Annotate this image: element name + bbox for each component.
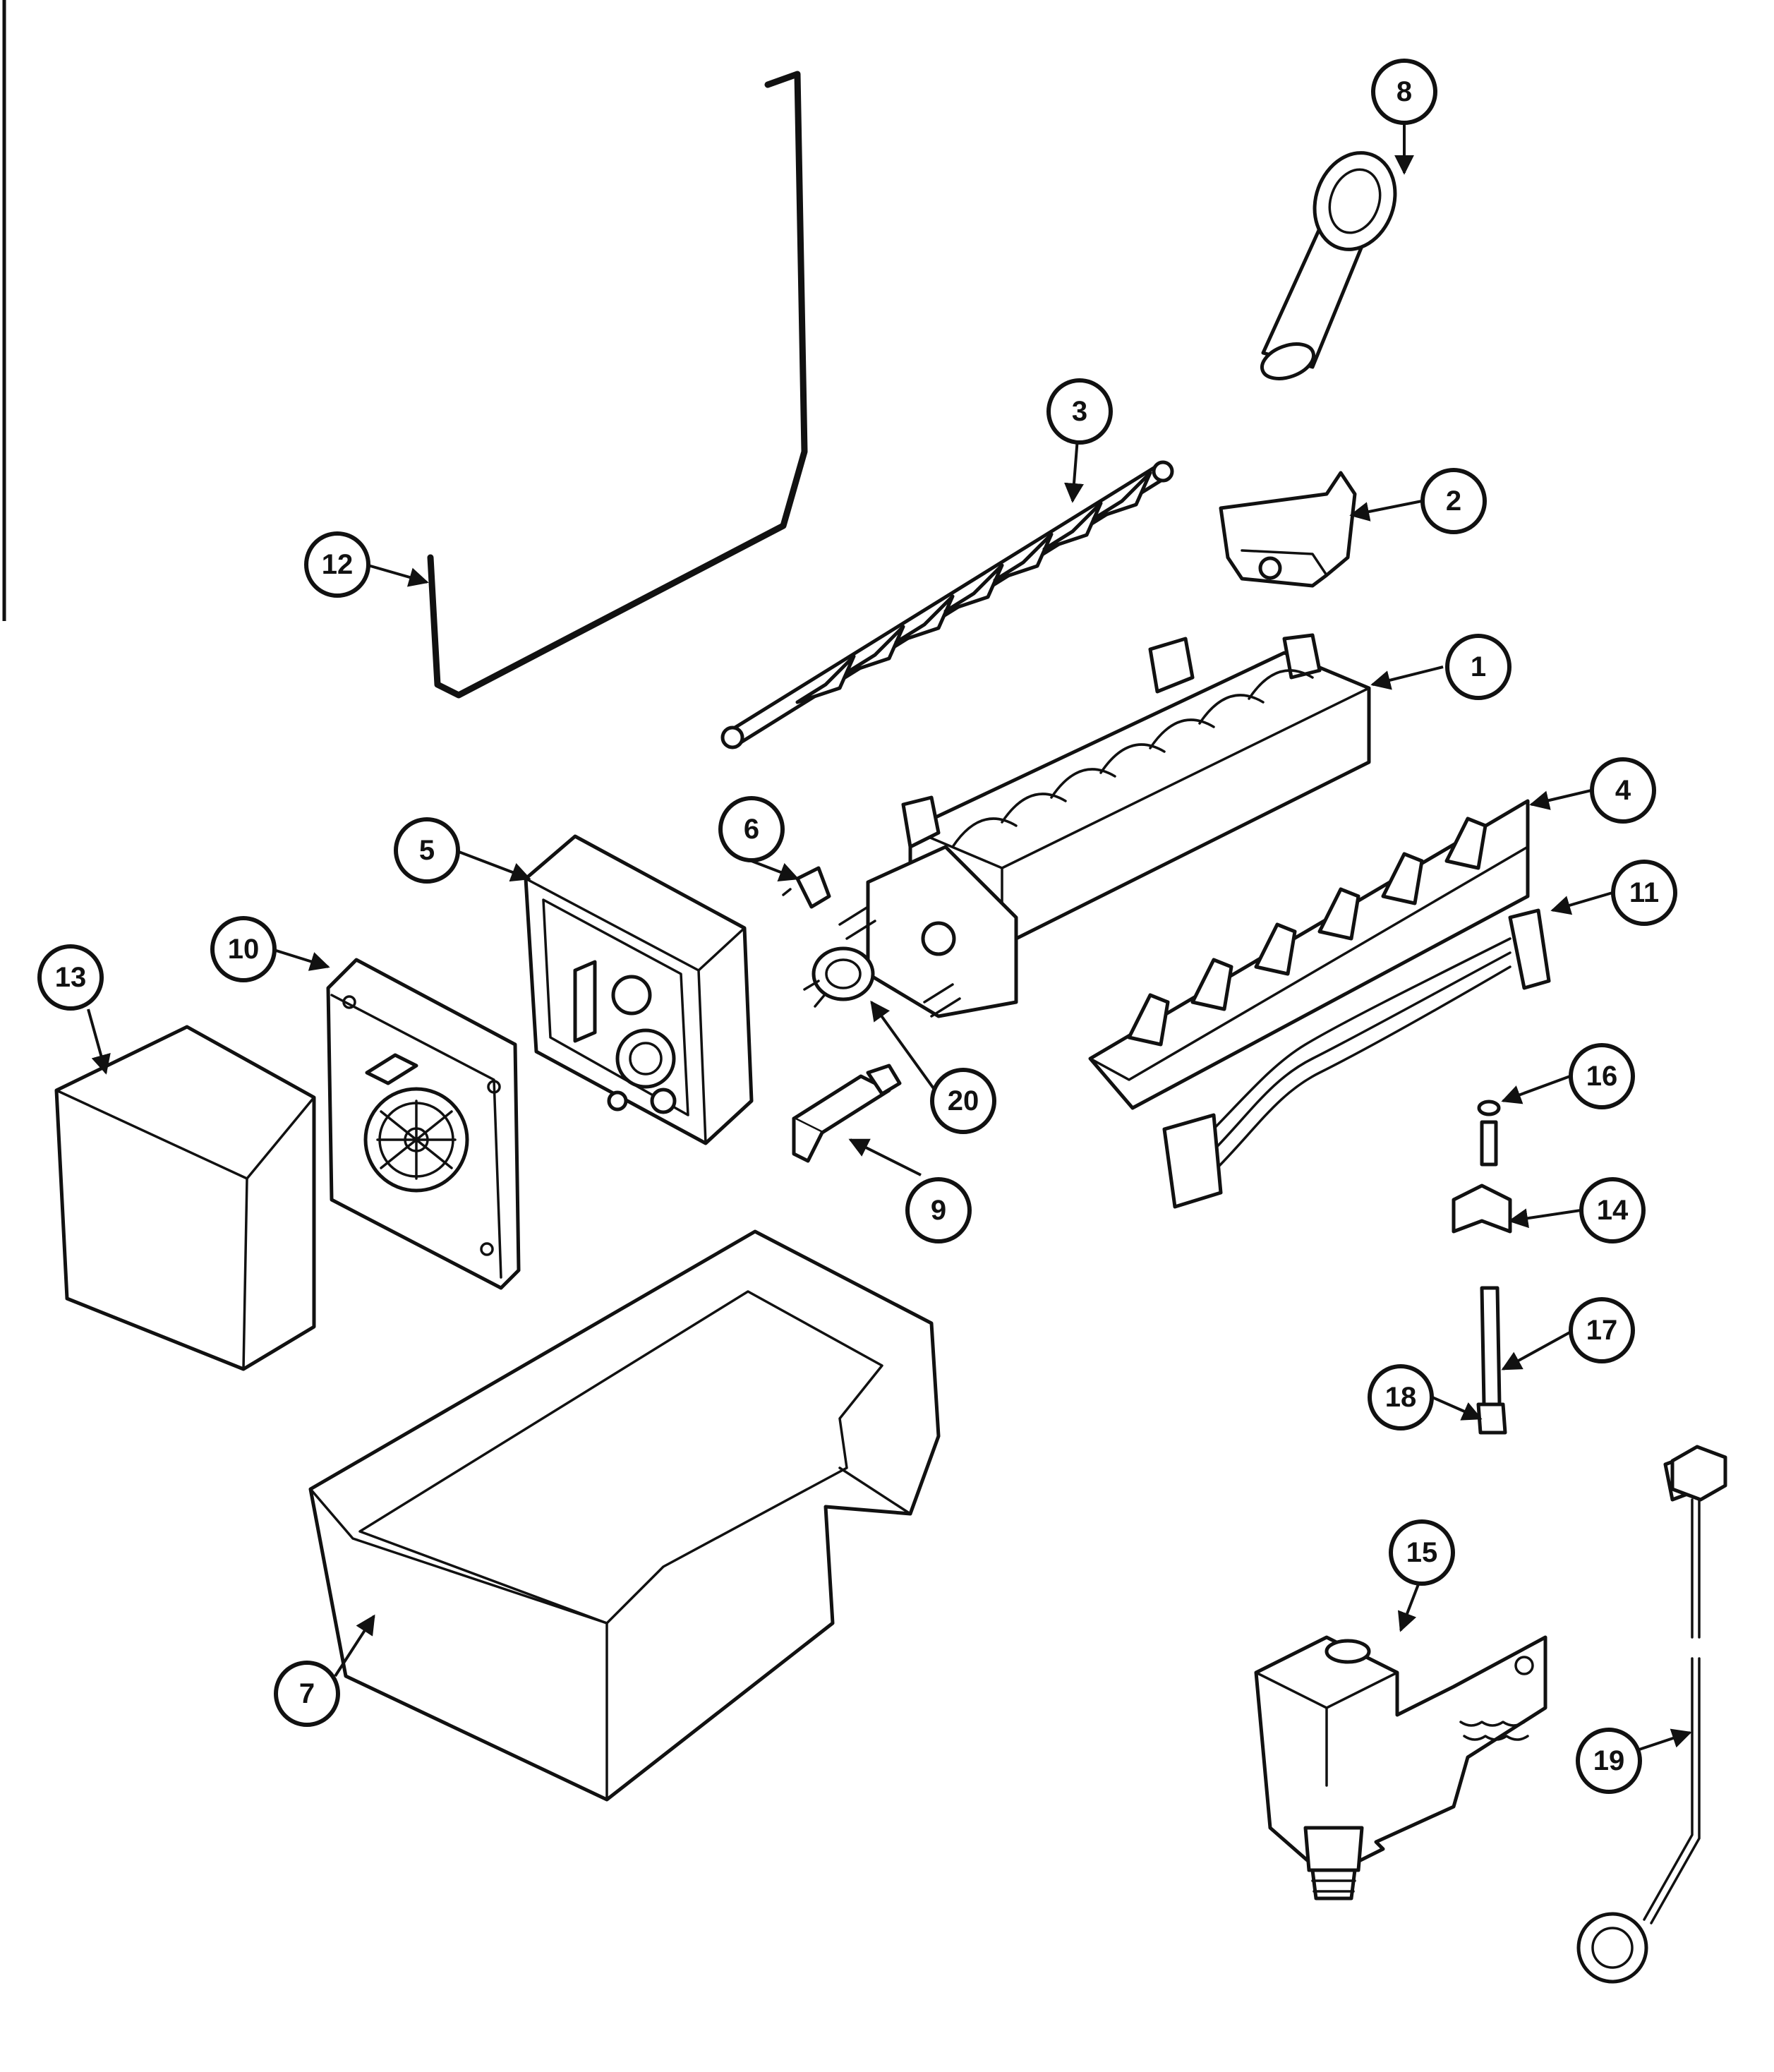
mold-heater-pins: [838, 905, 961, 1018]
leader-4: [1529, 789, 1592, 810]
svg-text:9: 9: [931, 1195, 946, 1226]
fill-tube: [1260, 151, 1397, 380]
leader-18: [1432, 1396, 1483, 1421]
callout-16: 16: [1569, 1043, 1635, 1109]
leader-14: [1508, 1208, 1581, 1229]
svg-text:17: 17: [1586, 1315, 1618, 1346]
leader-9: [848, 1138, 922, 1176]
leader-2: [1349, 500, 1423, 522]
callout-20: 20: [930, 1068, 996, 1134]
leader-13: [87, 1008, 111, 1075]
tube-clamp: [1452, 1183, 1512, 1234]
water-valve: [1254, 1635, 1547, 1901]
leader-17: [1501, 1329, 1574, 1371]
callout-2: 2: [1420, 468, 1487, 534]
callout-15: 15: [1389, 1519, 1455, 1586]
svg-text:18: 18: [1385, 1382, 1417, 1413]
callout-5: 5: [394, 817, 460, 884]
leader-1: [1370, 665, 1444, 690]
bearing-end-cap: [1219, 471, 1357, 588]
callout-11: 11: [1611, 860, 1677, 926]
svg-text:15: 15: [1406, 1537, 1438, 1568]
leader-10: [271, 948, 330, 971]
svg-text:5: 5: [419, 835, 435, 866]
leader-6: [751, 860, 799, 882]
front-cover: [54, 1025, 316, 1371]
svg-text:12: 12: [322, 549, 354, 580]
tube-cap: [1477, 1100, 1501, 1167]
svg-text:6: 6: [744, 814, 759, 845]
stripper: [1088, 799, 1530, 1110]
leader-5: [454, 849, 531, 882]
wire-harness: [1162, 908, 1551, 1209]
callout-13: 13: [37, 944, 104, 1011]
callout-9: 9: [905, 1177, 972, 1243]
callout-1: 1: [1445, 634, 1511, 700]
leader-15: [1397, 1584, 1420, 1632]
callout-19: 19: [1576, 1728, 1642, 1794]
leader-7: [334, 1614, 375, 1678]
leader-20: [870, 1000, 936, 1092]
svg-text:14: 14: [1597, 1195, 1629, 1226]
callout-12: 12: [304, 531, 370, 598]
svg-text:4: 4: [1615, 775, 1631, 806]
svg-text:20: 20: [948, 1085, 979, 1116]
callout-3: 3: [1046, 378, 1113, 445]
svg-text:8: 8: [1396, 76, 1412, 107]
callout-4: 4: [1590, 757, 1656, 824]
fill-tube-and-nut: [1476, 1286, 1507, 1435]
callout-7: 7: [274, 1661, 340, 1727]
svg-text:7: 7: [299, 1678, 315, 1709]
svg-text:11: 11: [1629, 877, 1659, 908]
svg-text:3: 3: [1072, 396, 1087, 427]
svg-text:13: 13: [55, 962, 87, 993]
leader-11: [1550, 891, 1613, 915]
leader-16: [1501, 1075, 1571, 1104]
water-supply-tube: [1576, 1445, 1727, 1984]
svg-text:1: 1: [1471, 651, 1486, 682]
ice-mold: [866, 633, 1371, 1018]
ice-bucket: [308, 1229, 941, 1802]
thermostat-clip: [782, 866, 831, 909]
callout-6: 6: [718, 796, 785, 862]
ejector-shaft: [720, 460, 1174, 749]
switch-bracket: [792, 1064, 902, 1163]
callout-8: 8: [1371, 59, 1437, 125]
leader-12: [365, 563, 429, 587]
callout-17: 17: [1569, 1297, 1635, 1363]
callout-10: 10: [210, 916, 277, 982]
thermostat: [803, 946, 875, 1008]
shutoff-arm-wire: [427, 71, 808, 699]
mold-support-housing: [524, 834, 754, 1145]
leader-19: [1636, 1728, 1692, 1752]
svg-text:19: 19: [1593, 1745, 1625, 1776]
svg-text:10: 10: [228, 934, 260, 965]
callout-14: 14: [1579, 1177, 1646, 1243]
callout-18: 18: [1368, 1364, 1434, 1430]
motor-plate: [326, 958, 521, 1290]
svg-text:16: 16: [1586, 1061, 1618, 1092]
svg-text:2: 2: [1446, 486, 1461, 517]
